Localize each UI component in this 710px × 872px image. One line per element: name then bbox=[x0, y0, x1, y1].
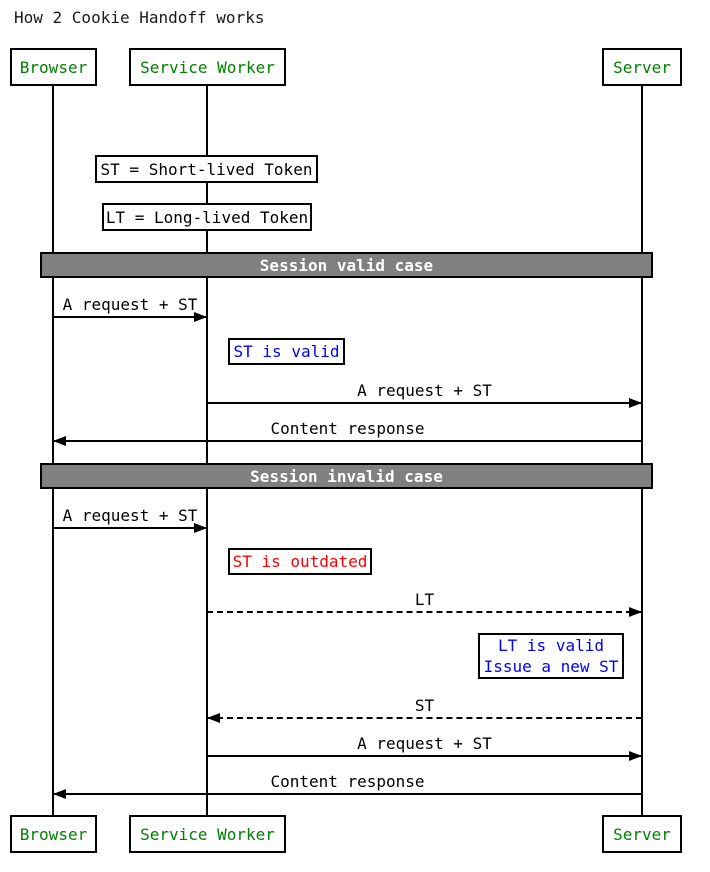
actor-server-label: Server bbox=[613, 57, 671, 77]
message-label-request-to-server-1: A request + ST bbox=[357, 381, 492, 400]
divider-session-valid: Session valid case bbox=[40, 252, 653, 278]
note-lt-valid: LT is valid Issue a new ST bbox=[478, 633, 624, 679]
arrowhead-right-icon bbox=[194, 523, 207, 533]
diagram-title: How 2 Cookie Handoff works bbox=[14, 8, 265, 27]
message-line-content-response-1 bbox=[53, 440, 642, 442]
note-st-definition: ST = Short-lived Token bbox=[95, 155, 318, 183]
lifeline-service-worker bbox=[206, 86, 208, 815]
note-lt-definition-text: LT = Long-lived Token bbox=[105, 207, 309, 227]
actor-browser-label: Browser bbox=[19, 57, 88, 77]
message-line-request-to-server-2 bbox=[207, 755, 642, 757]
actor-service-worker-bottom: Service Worker bbox=[129, 815, 286, 853]
actor-browser-top: Browser bbox=[10, 48, 97, 86]
note-st-definition-text: ST = Short-lived Token bbox=[100, 159, 313, 179]
actor-service-worker-label: Service Worker bbox=[140, 57, 275, 77]
lifeline-browser bbox=[52, 86, 54, 815]
note-lt-definition: LT = Long-lived Token bbox=[102, 203, 312, 231]
actor-browser-bottom: Browser bbox=[10, 815, 97, 853]
message-label-lt: LT bbox=[414, 590, 435, 609]
arrowhead-right-icon bbox=[629, 607, 642, 617]
note-lt-valid-line2: Issue a new ST bbox=[483, 657, 619, 676]
message-line-st bbox=[207, 717, 642, 719]
actor-server-label: Server bbox=[613, 824, 671, 844]
message-line-request-to-sw-2 bbox=[53, 527, 207, 529]
arrowhead-right-icon bbox=[629, 751, 642, 761]
arrowhead-left-icon bbox=[53, 789, 66, 799]
arrowhead-right-icon bbox=[629, 398, 642, 408]
actor-browser-label: Browser bbox=[19, 824, 88, 844]
divider-session-valid-text: Session valid case bbox=[259, 255, 434, 275]
message-label-content-response-2: Content response bbox=[270, 772, 425, 791]
note-st-valid: ST is valid bbox=[228, 338, 345, 365]
divider-session-invalid-text: Session invalid case bbox=[250, 466, 443, 486]
message-label-request-to-sw-1: A request + ST bbox=[62, 295, 198, 314]
actor-server-top: Server bbox=[602, 48, 682, 86]
actor-service-worker-top: Service Worker bbox=[129, 48, 286, 86]
message-label-st: ST bbox=[414, 696, 435, 715]
message-line-content-response-2 bbox=[53, 793, 642, 795]
note-st-valid-text: ST is valid bbox=[233, 342, 340, 361]
message-label-content-response-1: Content response bbox=[270, 419, 425, 438]
arrowhead-left-icon bbox=[207, 713, 220, 723]
actor-server-bottom: Server bbox=[602, 815, 682, 853]
divider-session-invalid: Session invalid case bbox=[40, 463, 653, 489]
message-line-request-to-sw-1 bbox=[53, 316, 207, 318]
arrowhead-left-icon bbox=[53, 436, 66, 446]
note-st-outdated-text: ST is outdated bbox=[232, 552, 368, 571]
message-line-request-to-server-1 bbox=[207, 402, 642, 404]
note-st-outdated: ST is outdated bbox=[228, 548, 372, 575]
arrowhead-right-icon bbox=[194, 312, 207, 322]
lifeline-server bbox=[641, 86, 643, 815]
message-label-request-to-sw-2: A request + ST bbox=[62, 506, 198, 525]
message-label-request-to-server-2: A request + ST bbox=[357, 734, 492, 753]
actor-service-worker-label: Service Worker bbox=[140, 824, 275, 844]
message-line-lt bbox=[207, 611, 642, 613]
note-lt-valid-line1: LT is valid bbox=[498, 636, 604, 655]
